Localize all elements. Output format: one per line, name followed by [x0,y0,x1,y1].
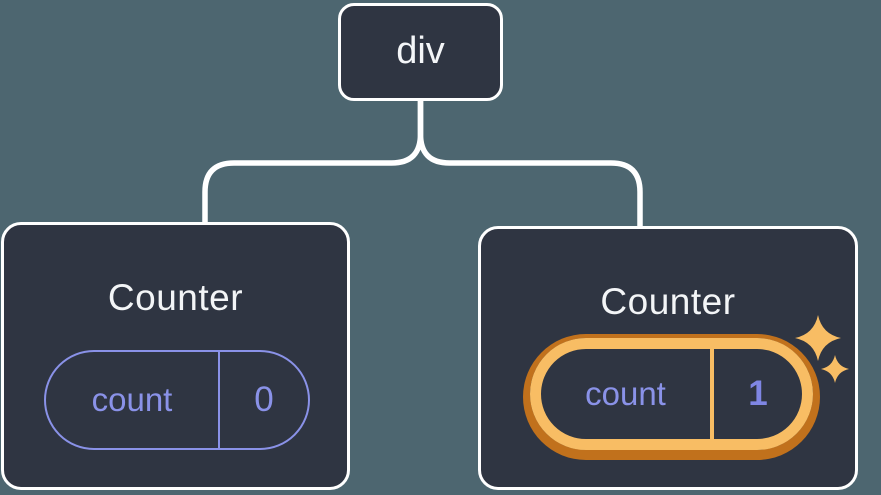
sparkle-small [821,355,849,383]
state-value: 1 [748,374,768,413]
counter-card-right: Counter count 1 [478,226,858,490]
root-node-div: div [338,3,503,101]
root-node-label: div [396,30,445,72]
state-value: 0 [254,380,274,419]
state-key: count [91,381,173,418]
pill-divider [218,352,220,448]
connector-branch-right [417,98,643,230]
state-key: count [585,375,666,412]
state-pill-highlighted: count 1 [530,338,813,450]
card-title: Counter [600,281,736,322]
state-pill: count 0 [44,350,310,450]
connector-branch-left [202,98,424,226]
pill-divider [710,349,714,439]
card-title: Counter [107,277,244,318]
counter-card-left: Counter count 0 [1,222,350,490]
